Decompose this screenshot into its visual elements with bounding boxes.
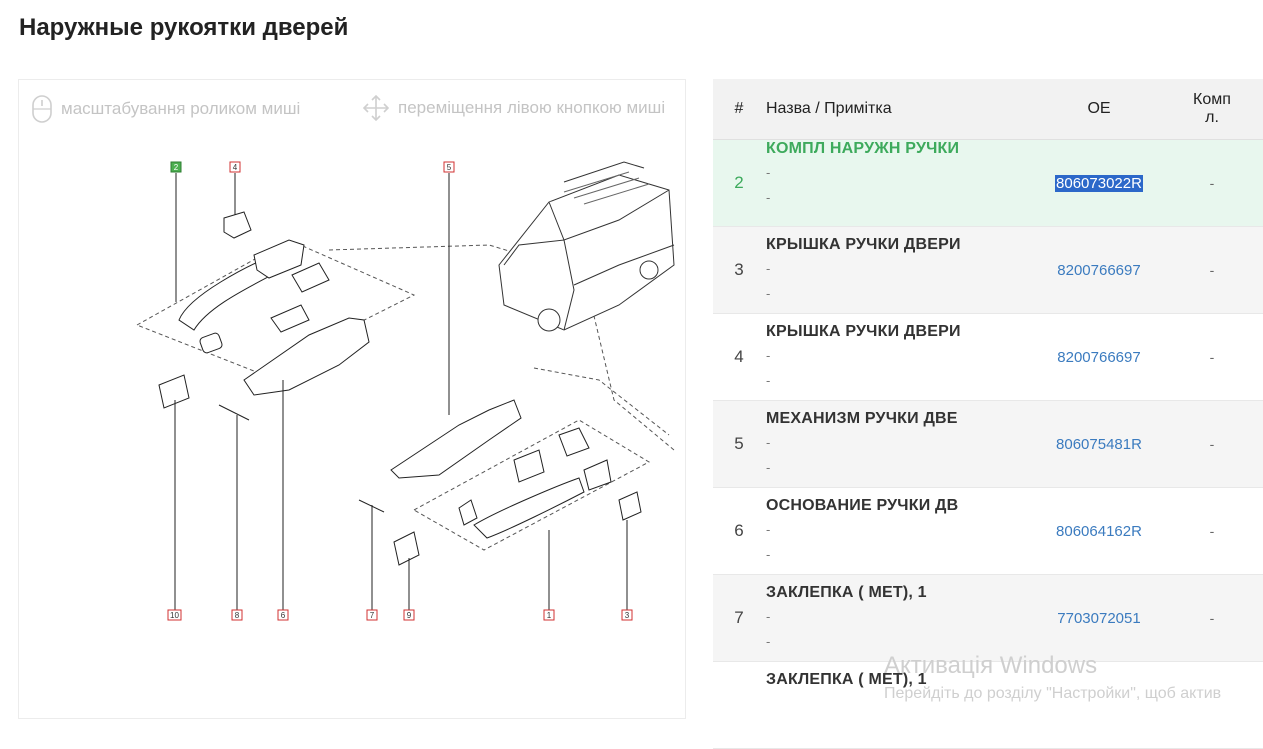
table-row[interactable]: 4 КРЫШКА РУЧКИ ДВЕРИ - - 8200766697 - — [713, 314, 1263, 401]
row-num: 6 — [734, 521, 744, 540]
callout-3-label: 3 — [625, 611, 630, 620]
oe-number-link[interactable]: 7703072051 — [1057, 609, 1141, 627]
zoom-hint: масштабування роликом миші — [31, 94, 300, 124]
row-num: 3 — [734, 260, 744, 279]
row-num: 4 — [734, 347, 744, 366]
lower-handle-assembly — [358, 399, 642, 566]
oe-cell: 806064162R — [1036, 488, 1162, 574]
row-name-cell: ЗАКЛЕПКА ( МЕТ), 1 — [765, 662, 1036, 748]
table-header: # Назва / Примітка OE Комп л. — [713, 79, 1263, 140]
row-name-cell: ОСНОВАНИЕ РУЧКИ ДВ - - — [765, 488, 1036, 574]
row-name-cell: МЕХАНИЗМ РУЧКИ ДВЕ - - — [765, 401, 1036, 487]
oe-cell: 7703072051 — [1036, 575, 1162, 661]
oe-number-link[interactable]: 806075481R — [1056, 435, 1142, 453]
row-num: 2 — [734, 173, 744, 192]
part-note: - — [766, 261, 771, 276]
header-oe: OE — [1087, 100, 1111, 117]
callout-8-label: 8 — [235, 611, 240, 620]
part-note: - — [766, 373, 771, 388]
windows-activation-subtext: Перейдіть до розділу "Настройки", щоб ак… — [884, 685, 1222, 702]
qty-cell: - — [1209, 610, 1215, 626]
part-note: - — [766, 435, 771, 450]
part-note: - — [766, 190, 771, 205]
oe-number-link[interactable]: 806073022R — [1055, 174, 1143, 192]
callout-10[interactable]: 10 — [167, 609, 182, 621]
oe-number-link[interactable]: 8200766697 — [1057, 348, 1141, 366]
zoom-hint-text: масштабування роликом миші — [61, 99, 301, 118]
parts-table: # Назва / Примітка OE Комп л. 2 КОМПЛ НА… — [713, 79, 1263, 749]
oe-number-link[interactable]: 806064162R — [1056, 522, 1142, 540]
callout-9-label: 9 — [407, 611, 412, 620]
row-name-cell: КРЫШКА РУЧКИ ДВЕРИ - - — [765, 227, 1036, 313]
callout-4[interactable]: 4 — [229, 161, 241, 173]
page-title: Наружные рукоятки дверей — [19, 14, 349, 41]
row-num — [713, 662, 765, 748]
table-row[interactable]: 5 МЕХАНИЗМ РУЧКИ ДВЕ - - 806075481R - — [713, 401, 1263, 488]
callout-8[interactable]: 8 — [231, 609, 243, 621]
callout-6[interactable]: 6 — [277, 609, 289, 621]
part-note: - — [766, 460, 771, 475]
windows-activation-watermark: Активація Windows — [884, 652, 1098, 679]
callout-5-label: 5 — [447, 163, 452, 172]
mouse-icon — [32, 95, 52, 123]
part-name: ЗАКЛЕПКА ( МЕТ), 1 — [766, 584, 927, 601]
part-note: - — [766, 547, 771, 562]
callout-7[interactable]: 7 — [366, 609, 378, 621]
part-note: - — [766, 348, 771, 363]
callout-10-label: 10 — [170, 611, 179, 620]
oe-cell: 8200766697 — [1036, 314, 1162, 400]
move-hint-text: переміщення лівою кнопкою миші — [398, 98, 666, 117]
table-row[interactable]: 2 КОМПЛ НАРУЖН РУЧКИ - - 806073022R - — [713, 140, 1263, 227]
part-name: КРЫШКА РУЧКИ ДВЕРИ — [766, 236, 961, 253]
part-name: МЕХАНИЗМ РУЧКИ ДВЕ — [766, 410, 958, 427]
oe-cell: 8200766697 — [1036, 227, 1162, 313]
callout-5[interactable]: 5 — [443, 161, 455, 173]
qty-cell: - — [1209, 523, 1215, 539]
callout-6-label: 6 — [281, 611, 286, 620]
header-name: Назва / Примітка — [766, 100, 892, 117]
move-arrows-icon — [362, 94, 390, 122]
header-qty: Комп л. — [1193, 91, 1231, 126]
callout-2[interactable]: 2 — [170, 161, 182, 173]
upper-handle-assembly — [158, 211, 370, 421]
callout-1[interactable]: 1 — [543, 609, 555, 621]
table-row[interactable]: 6 ОСНОВАНИЕ РУЧКИ ДВ - - 806064162R - — [713, 488, 1263, 575]
row-name-cell: ЗАКЛЕПКА ( МЕТ), 1 - - — [765, 575, 1036, 661]
callout-7-label: 7 — [370, 611, 375, 620]
row-num: 5 — [734, 434, 744, 453]
table-row[interactable]: 3 КРЫШКА РУЧКИ ДВЕРИ - - 8200766697 - — [713, 227, 1263, 314]
diagram-viewer[interactable]: масштабування роликом миші переміщення л… — [18, 79, 686, 719]
part-note: - — [766, 165, 771, 180]
oe-cell: 806075481R — [1036, 401, 1162, 487]
van-illustration — [498, 161, 675, 332]
qty-cell: - — [1209, 436, 1215, 452]
qty-cell — [1162, 662, 1262, 748]
callout-4-label: 4 — [233, 163, 238, 172]
move-hint: переміщення лівою кнопкою миші — [362, 94, 665, 122]
callout-9[interactable]: 9 — [403, 609, 415, 621]
row-num: 7 — [734, 608, 744, 627]
oe-number-link[interactable]: 8200766697 — [1057, 261, 1141, 279]
part-name: КРЫШКА РУЧКИ ДВЕРИ — [766, 323, 961, 340]
row-name-cell: КРЫШКА РУЧКИ ДВЕРИ - - — [765, 314, 1036, 400]
callout-2-label: 2 — [174, 163, 179, 172]
part-name: ЗАКЛЕПКА ( МЕТ), 1 — [766, 671, 927, 688]
part-note: - — [766, 522, 771, 537]
part-note: - — [766, 634, 771, 649]
qty-cell: - — [1209, 262, 1215, 278]
oe-cell: 806073022R — [1036, 140, 1162, 226]
part-note: - — [766, 286, 771, 301]
qty-cell: - — [1209, 349, 1215, 365]
header-num: # — [734, 100, 744, 117]
callout-3[interactable]: 3 — [621, 609, 633, 621]
part-name: ОСНОВАНИЕ РУЧКИ ДВ — [766, 497, 959, 514]
row-name-cell: КОМПЛ НАРУЖН РУЧКИ - - — [765, 138, 1036, 226]
part-name: КОМПЛ НАРУЖН РУЧКИ — [766, 140, 960, 157]
parts-diagram: 2 4 5 10 8 6 7 9 — [135, 161, 675, 621]
table-row[interactable]: 7 ЗАКЛЕПКА ( МЕТ), 1 - - 7703072051 - — [713, 575, 1263, 662]
qty-cell: - — [1209, 175, 1215, 191]
part-note: - — [766, 609, 771, 624]
callout-1-label: 1 — [547, 611, 552, 620]
